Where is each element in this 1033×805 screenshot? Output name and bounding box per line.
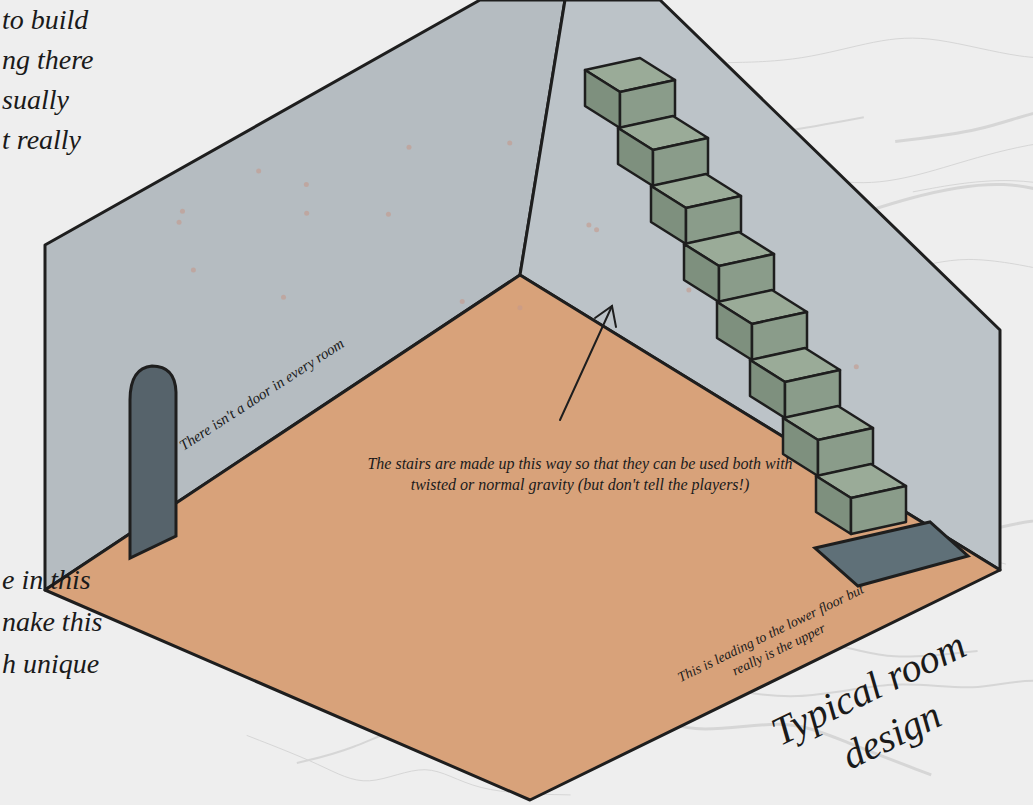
wall-stain <box>256 168 261 173</box>
wall-stain <box>586 222 591 227</box>
wall-stains <box>177 141 859 370</box>
side-text-fragment: t really <box>2 122 132 158</box>
marble-vein <box>728 38 1033 63</box>
side-text-fragment: nake this <box>2 604 132 640</box>
wall-stain <box>281 295 286 300</box>
stair-step <box>816 464 906 534</box>
wall-stain <box>386 212 391 217</box>
side-text-fragment: h unique <box>2 646 132 682</box>
wall-stain <box>180 209 185 214</box>
wall-stain <box>594 227 599 232</box>
wall-stain <box>177 220 182 225</box>
side-text-fragment: sually <box>2 82 112 118</box>
wall-stain <box>304 182 309 187</box>
side-text-fragment: e in this <box>2 562 132 598</box>
wall-stain <box>407 145 412 150</box>
wall-stain <box>854 364 859 369</box>
door-arch <box>130 366 176 558</box>
side-text-fragment: to build <box>2 2 132 38</box>
marble-vein <box>913 145 1033 198</box>
leader-arrow <box>560 306 616 420</box>
wall-stain <box>304 211 309 216</box>
side-text-fragment: ng there <box>2 42 132 78</box>
stairs-note: The stairs are made up this way so that … <box>360 454 800 496</box>
wall-stain <box>460 299 465 304</box>
wall-stain <box>686 288 691 293</box>
wall-stain <box>517 305 522 310</box>
wall-stain <box>191 267 196 272</box>
marble-vein <box>895 91 1033 141</box>
wall-stain <box>507 141 512 146</box>
stair-landing <box>815 522 968 586</box>
